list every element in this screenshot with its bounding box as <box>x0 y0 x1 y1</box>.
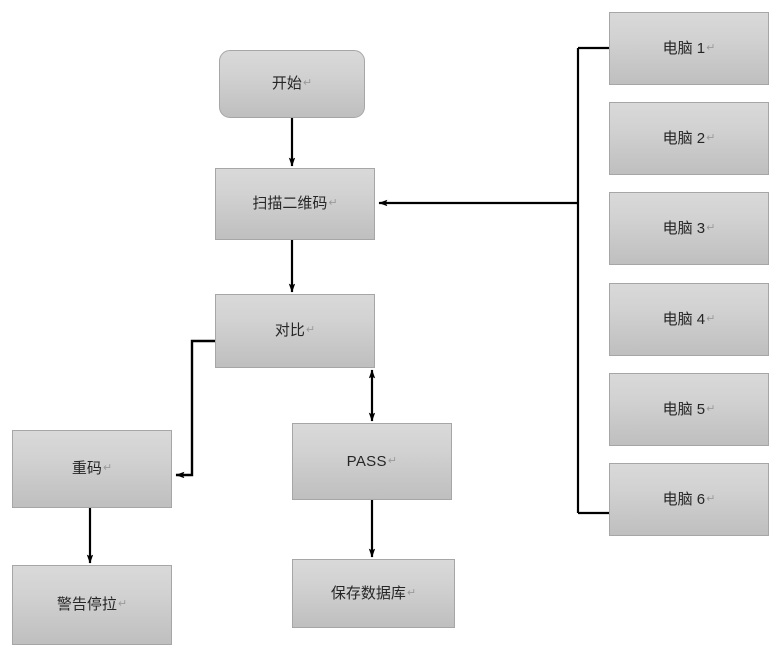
pilcrow-icon: ↵ <box>328 197 338 210</box>
node-computer-1-label: 电脑 1 <box>662 39 706 57</box>
node-warning-stop[interactable]: 警告停拉↵ <box>12 565 172 645</box>
pilcrow-icon: ↵ <box>706 131 716 144</box>
node-duplicate-code-label: 重码 <box>71 460 102 477</box>
node-pass[interactable]: PASS↵ <box>292 423 452 500</box>
node-pass-label: PASS <box>346 452 387 470</box>
node-computer-2-label: 电脑 2 <box>662 129 706 147</box>
pilcrow-icon: ↵ <box>387 454 398 467</box>
node-computer-4-label: 电脑 4 <box>662 310 706 328</box>
pilcrow-icon: ↵ <box>305 324 316 337</box>
node-duplicate-code[interactable]: 重码↵ <box>12 430 172 508</box>
pilcrow-icon: ↵ <box>706 312 716 325</box>
node-start[interactable]: 开始↵ <box>219 50 365 118</box>
node-compare[interactable]: 对比↵ <box>215 294 375 368</box>
pilcrow-icon: ↵ <box>706 221 716 234</box>
node-scan-qr-label: 扫描二维码 <box>252 195 328 212</box>
node-start-label: 开始 <box>271 75 302 92</box>
pilcrow-icon: ↵ <box>302 77 313 90</box>
node-computer-1[interactable]: 电脑 1↵ <box>609 12 769 85</box>
node-save-database-label: 保存数据库 <box>330 584 406 602</box>
node-computer-5-label: 电脑 5 <box>662 400 706 418</box>
node-computer-3[interactable]: 电脑 3↵ <box>609 192 769 265</box>
node-scan-qr[interactable]: 扫描二维码↵ <box>215 168 375 240</box>
node-computer-6[interactable]: 电脑 6↵ <box>609 463 769 536</box>
node-computer-4[interactable]: 电脑 4↵ <box>609 283 769 356</box>
node-warning-stop-label: 警告停拉 <box>56 596 117 613</box>
node-computer-2[interactable]: 电脑 2↵ <box>609 102 769 175</box>
node-compare-label: 对比 <box>274 322 305 339</box>
node-computer-6-label: 电脑 6 <box>662 490 706 508</box>
pilcrow-icon: ↵ <box>406 586 417 599</box>
pilcrow-icon: ↵ <box>102 462 113 475</box>
node-save-database[interactable]: 保存数据库↵ <box>292 559 455 628</box>
pilcrow-icon: ↵ <box>117 598 128 611</box>
node-computer-3-label: 电脑 3 <box>662 219 706 237</box>
edge-compare-to-dup <box>175 339 215 479</box>
pilcrow-icon: ↵ <box>706 492 716 505</box>
pilcrow-icon: ↵ <box>706 402 716 415</box>
pilcrow-icon: ↵ <box>706 41 716 54</box>
node-computer-5[interactable]: 电脑 5↵ <box>609 373 769 446</box>
